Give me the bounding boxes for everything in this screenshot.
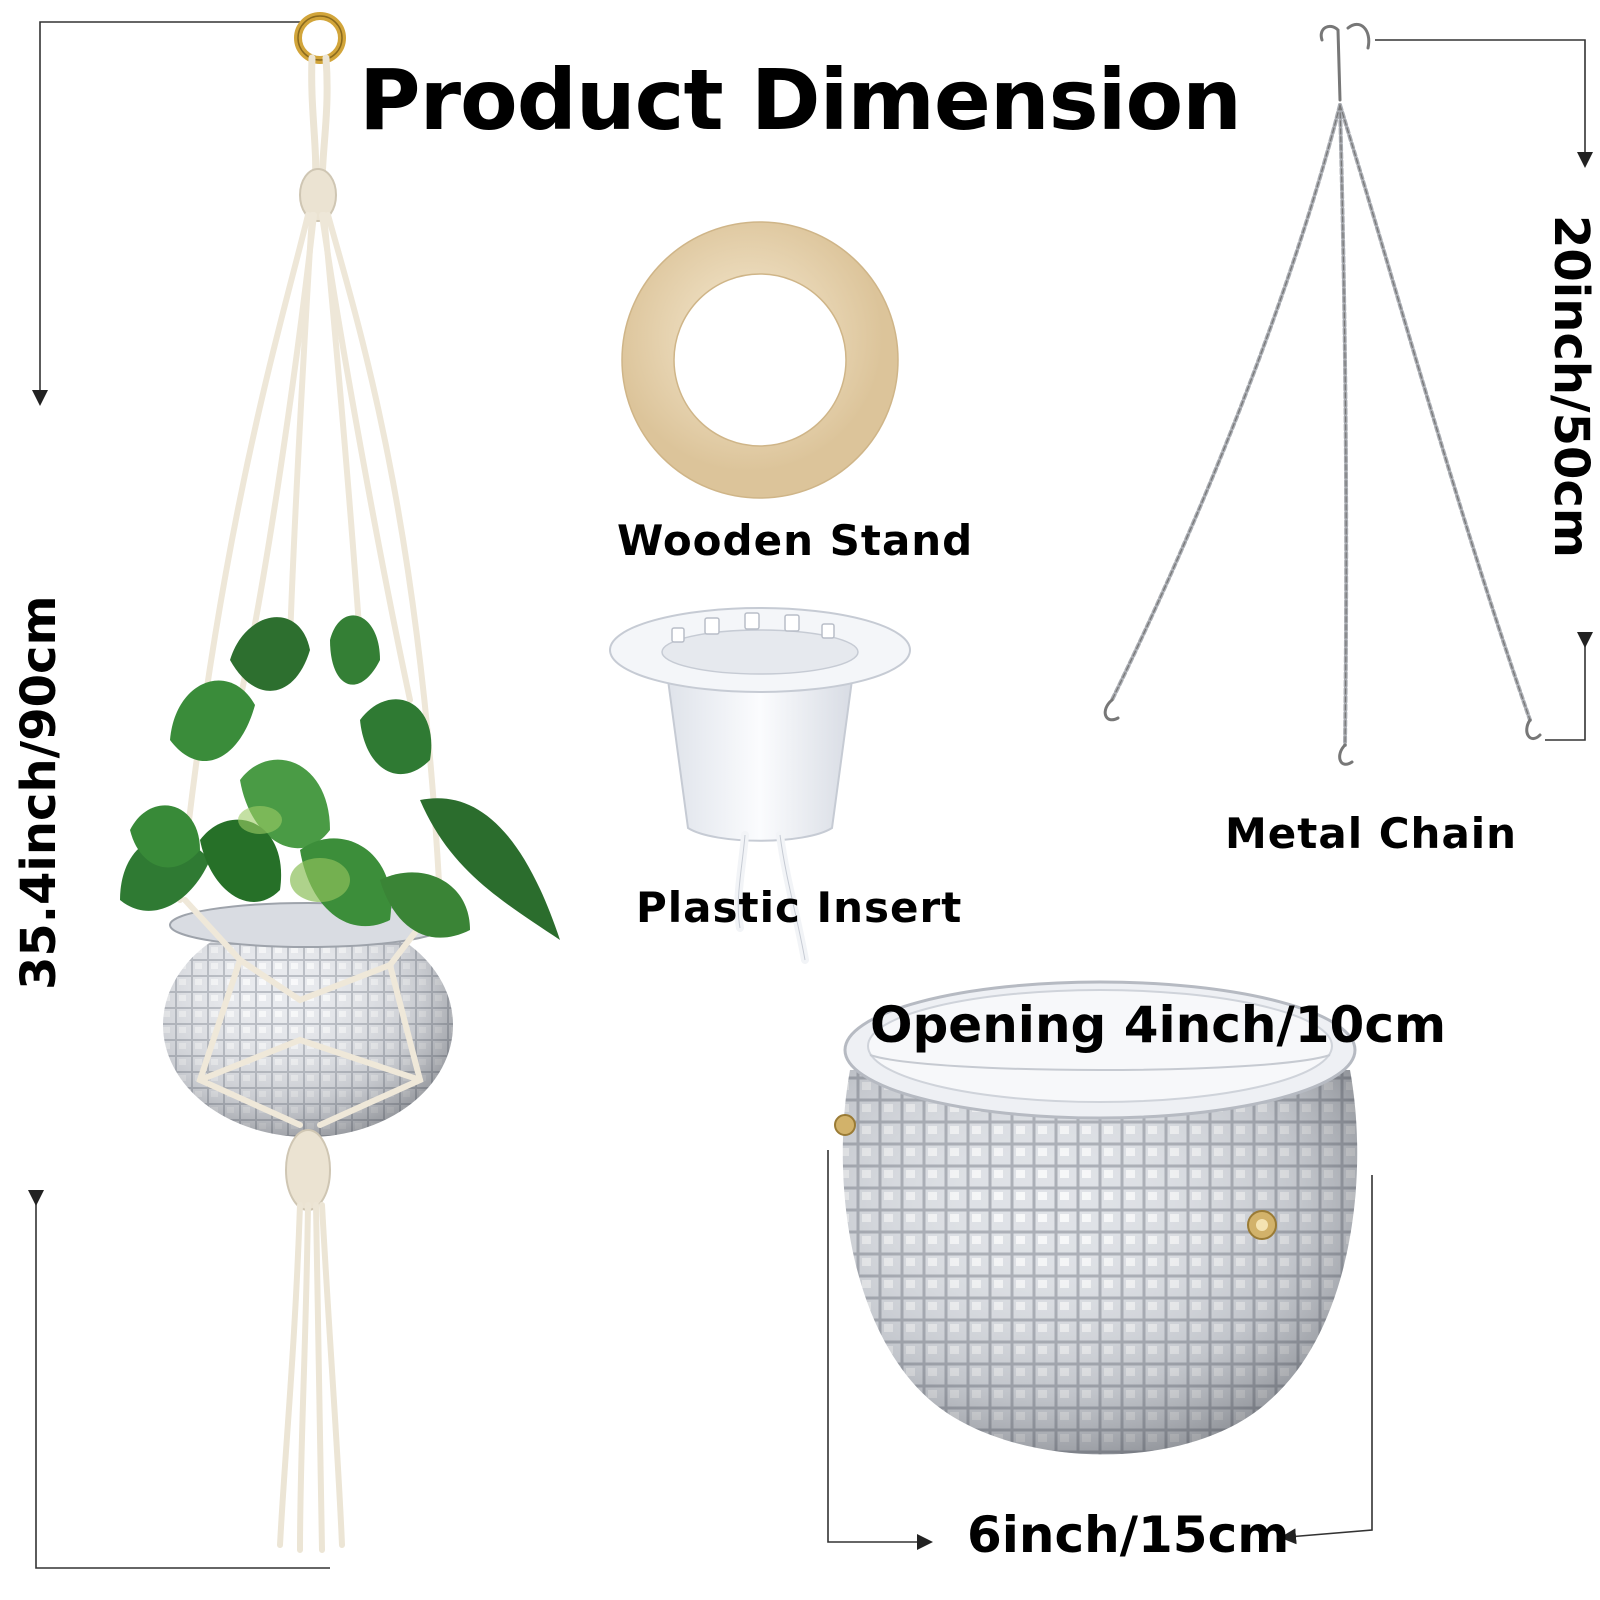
- planter-width-label: 6inch/15cm: [967, 1506, 1290, 1564]
- wooden-stand-label: Wooden Stand: [617, 516, 974, 565]
- macrame-hanger-icon: [120, 12, 560, 1553]
- chain-dimension-lines: [1375, 39, 1593, 741]
- plastic-insert-label: Plastic Insert: [636, 883, 963, 932]
- opening-dimension-label: Opening 4inch/10cm: [870, 996, 1447, 1054]
- plastic-insert-icon: [609, 607, 911, 964]
- wooden-stand-icon: [621, 221, 899, 499]
- metal-chain-icon: [1103, 22, 1542, 766]
- hanger-length-label: 35.4inch/90cm: [11, 595, 67, 990]
- plant-leaves-icon: [120, 615, 560, 940]
- planter-dimension-lines: [827, 1150, 1373, 1550]
- chain-length-label: 20inch/50cm: [1543, 215, 1599, 558]
- hanger-dimension-lines: [28, 21, 330, 1569]
- metal-chain-label: Metal Chain: [1225, 809, 1518, 858]
- disco-planter-icon: [834, 980, 1358, 1455]
- page-title: Product Dimension: [359, 51, 1242, 149]
